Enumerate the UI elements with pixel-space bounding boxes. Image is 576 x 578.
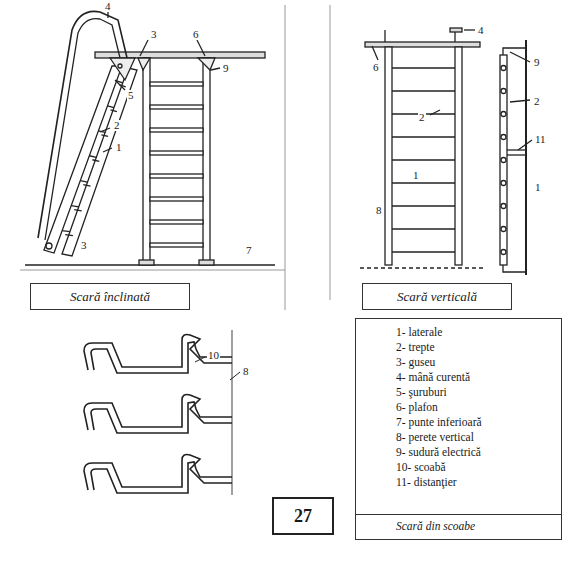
legend-box: 1- laterale2- trepte3- guseu4- mână cure… — [355, 318, 562, 540]
step-stroke — [89, 156, 96, 158]
step — [150, 243, 203, 247]
callout-number: 1 — [534, 182, 542, 193]
callout-number: 3 — [80, 240, 88, 251]
legend-item: 8- perete vertical — [356, 430, 561, 445]
step-stroke — [65, 235, 73, 236]
rung-end — [501, 204, 506, 209]
caption-box: Scară înclinată — [30, 283, 190, 310]
callout-number: 4 — [104, 1, 112, 12]
step-stroke — [62, 231, 70, 232]
rung-end — [501, 227, 506, 232]
callout-number: 6 — [372, 62, 380, 73]
step-stroke — [107, 106, 113, 108]
legend-item: 1- laterale — [356, 325, 561, 340]
callout-number: 8 — [242, 366, 250, 377]
caption-text: Scară înclinată — [70, 289, 150, 305]
rung-end — [501, 158, 506, 163]
rung-end — [501, 89, 506, 94]
inclined-ladder — [25, 11, 275, 265]
callout-number: 9 — [222, 63, 230, 74]
step — [150, 197, 203, 201]
callout-number: 11 — [534, 134, 547, 145]
rung-end — [501, 135, 506, 140]
step — [150, 151, 203, 155]
legend-caption: Scară din scoabe — [356, 514, 561, 539]
callout-number: 2 — [533, 96, 541, 107]
staple-inner — [91, 342, 232, 373]
step-stroke — [101, 135, 108, 137]
callout-number: 7 — [245, 245, 253, 256]
rung-end — [501, 250, 506, 255]
legend-item: 11- distanţier — [356, 475, 561, 490]
figure-number: 27 — [272, 497, 334, 535]
step — [150, 174, 203, 178]
step — [150, 105, 203, 109]
step-stroke — [392, 251, 455, 252]
legend-item: 6- plafon — [356, 400, 561, 415]
step-stroke — [74, 210, 81, 211]
callout-number: 5 — [127, 90, 135, 101]
rung-end — [501, 112, 506, 117]
callout-number: 1 — [115, 142, 123, 153]
staple — [84, 395, 232, 430]
caption-text: Scară verticală — [397, 289, 477, 305]
legend-item: 7- punte inferioară — [356, 415, 561, 430]
legend-item: 10- scoabă — [356, 460, 561, 475]
step — [150, 82, 203, 86]
legend-item: 5- şuruburi — [356, 385, 561, 400]
callout-number: 6 — [192, 29, 200, 40]
staple — [84, 455, 232, 490]
step-stroke — [392, 159, 455, 160]
staple-inner — [91, 462, 232, 493]
step-stroke — [80, 181, 87, 182]
step-stroke — [110, 110, 116, 112]
caption-text: 27 — [294, 506, 312, 527]
step — [150, 128, 203, 132]
legend-item: 9- sudură electrică — [356, 445, 561, 460]
legend-item: 2- trepte — [356, 340, 561, 355]
staple-ladder — [84, 330, 240, 495]
staple-inner — [91, 402, 232, 433]
callout-number: 10 — [207, 350, 220, 361]
staple — [84, 335, 232, 370]
step-stroke — [392, 67, 455, 68]
callout-number: 2 — [418, 112, 426, 123]
callout-number: 8 — [375, 205, 383, 216]
step-stroke — [392, 136, 455, 137]
step-stroke — [92, 160, 99, 162]
step-stroke — [392, 228, 455, 229]
caption-box: Scară verticală — [362, 283, 512, 310]
step-stroke — [71, 206, 78, 207]
callout-number: 2 — [113, 120, 121, 131]
rung-end — [501, 181, 506, 186]
legend-item: 3- guseu — [356, 355, 561, 370]
callout-number: 1 — [412, 170, 420, 181]
step-stroke — [392, 205, 455, 206]
step — [150, 220, 203, 224]
callout-number: 4 — [477, 25, 485, 36]
frame-lines — [20, 5, 330, 310]
step-stroke — [83, 185, 90, 186]
callout-number: 3 — [150, 29, 158, 40]
step-stroke — [392, 90, 455, 91]
vertical-ladder — [360, 28, 532, 275]
step-stroke — [392, 182, 455, 183]
callout-number: 9 — [533, 57, 541, 68]
rung-end — [501, 66, 506, 71]
legend-item: 4- mână curentă — [356, 370, 561, 385]
